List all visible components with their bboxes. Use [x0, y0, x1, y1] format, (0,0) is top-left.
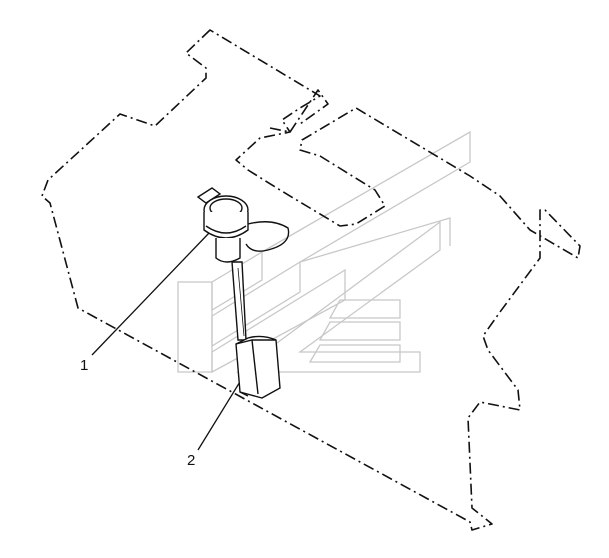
- leader-line-1: [91, 231, 211, 356]
- watermark-logo: [177, 130, 471, 374]
- level-sensor-assembly: [196, 187, 290, 399]
- callout-label-2: 2: [187, 452, 196, 469]
- sensor-rod: [231, 261, 247, 341]
- sensor-wire: [245, 221, 290, 252]
- cap-tab: [196, 187, 222, 204]
- phantom-panel-outline: [41, 29, 581, 531]
- callout-label-1: 1: [80, 357, 89, 374]
- leader-line-2: [197, 371, 247, 451]
- sensor-float: [235, 335, 281, 399]
- leader-lines: [91, 231, 247, 451]
